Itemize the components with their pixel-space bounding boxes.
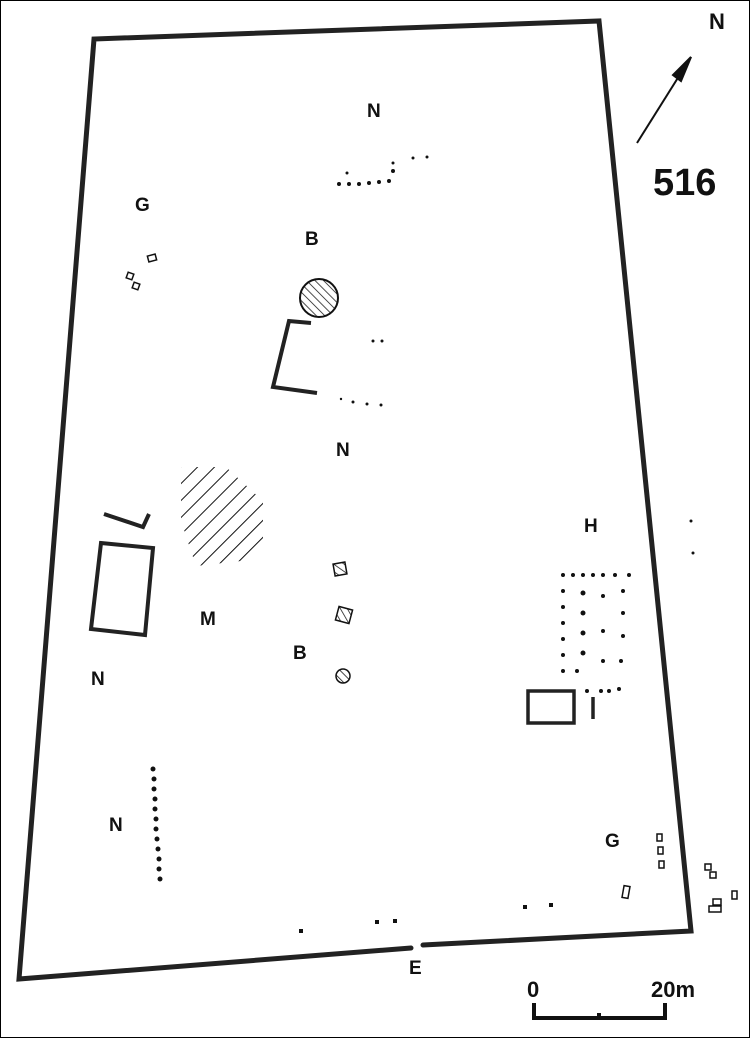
post-holes-top [337,155,429,186]
building-left [88,512,156,638]
hatched-feature-top [299,278,339,318]
north-label: N [709,9,725,34]
label-h: H [584,516,598,537]
building-top [270,318,318,395]
label-n-center: N [336,440,350,461]
label-b-center: B [293,643,307,664]
label-g-top: G [135,195,150,216]
stone-row [150,766,163,882]
post-holes-mid [339,339,384,407]
enclosure-wall [16,18,694,982]
building-right [526,689,595,725]
scale-bar [532,1003,667,1020]
hatched-area [181,467,263,566]
scale-start: 0 [527,977,539,1002]
stones-g-bottom [621,833,738,913]
label-n-left: N [91,669,105,690]
label-m: M [200,609,216,630]
label-b-top: B [305,229,319,250]
post-holes-h [561,519,695,693]
plan-number: 516 [653,162,716,204]
label-n-top: N [367,101,381,122]
small-features-bottom [299,903,553,933]
scale-end: 20m [651,977,695,1002]
label-g-bottom: G [605,831,620,852]
entrance-label: E [409,958,422,979]
stones-g-top [125,253,158,291]
north-arrow-icon [636,56,692,144]
label-n-bottom: N [109,815,123,836]
hatched-features-center [332,561,354,684]
